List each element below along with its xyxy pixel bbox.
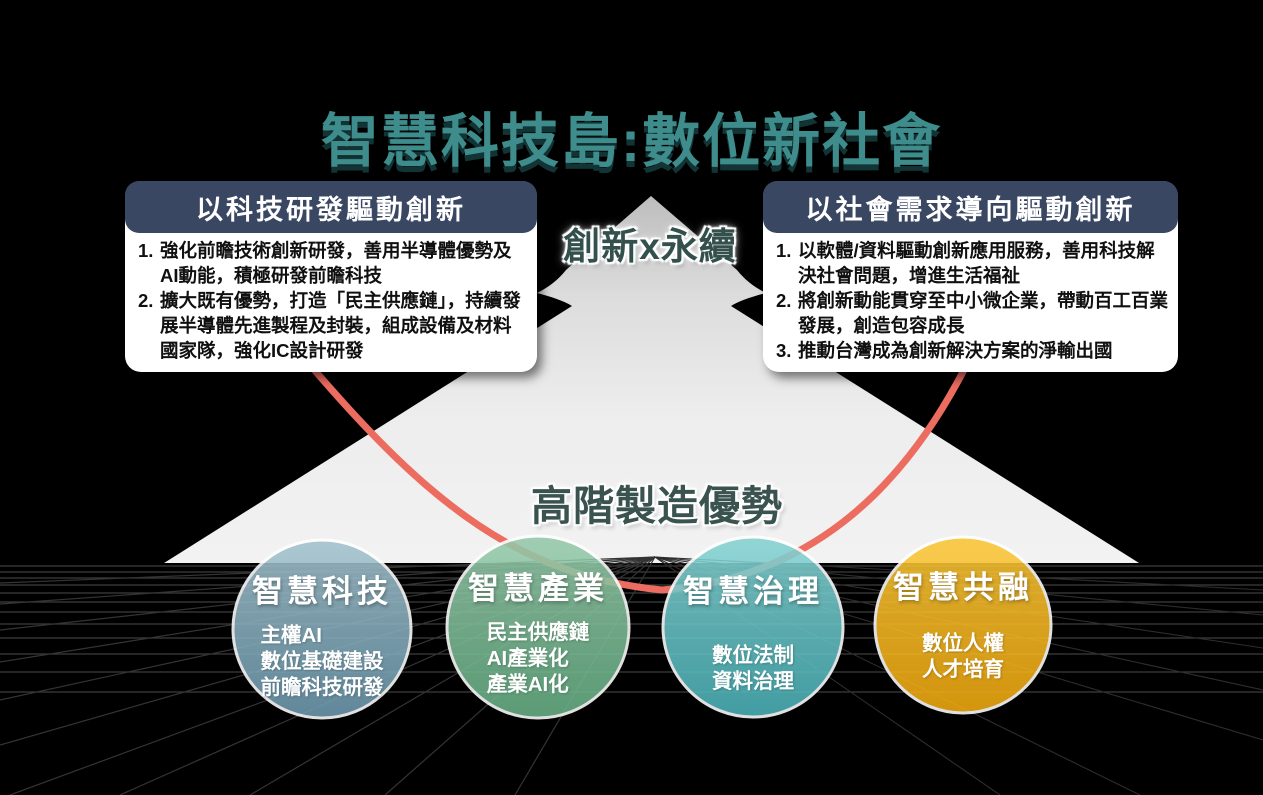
circle-items: 主權AI 數位基礎建設 前瞻科技研發: [261, 623, 384, 701]
item-number: 1.: [776, 240, 792, 261]
item-number: 3.: [776, 340, 792, 361]
item-text: 擴大既有優勢，打造「民主供應鏈」，持續發展半導體先進製程及封裝，組成設備及材料國…: [160, 290, 521, 361]
circle-smart-governance-shape: [661, 535, 845, 719]
item-number: 2.: [138, 290, 154, 311]
circle-item: 數位法制: [712, 644, 794, 667]
item-text: 以軟體/資料驅動創新應用服務，善用科技解決社會問題，增進生活福祉: [798, 240, 1155, 286]
circle-title: 智慧共融: [893, 570, 1033, 605]
social-needs-innovation-header: 以社會需求導向驅動創新: [763, 181, 1178, 233]
circle-item: 資料治理: [712, 670, 794, 693]
list-item: 2. 將創新動能貫穿至中小微企業，帶動百工百業發展，創造包容成長: [776, 288, 1169, 338]
circle-smart-technology-shape: [231, 538, 413, 720]
list-item: 3. 推動台灣成為創新解決方案的淨輸出國: [776, 338, 1169, 363]
item-text: 將創新動能貫穿至中小微企業，帶動百工百業發展，創造包容成長: [798, 290, 1169, 336]
circle-items: 數位人權 人才培育: [922, 631, 1004, 683]
circle-title: 智慧治理: [683, 574, 823, 609]
red-curve: [307, 362, 970, 594]
circle-item: 產業AI化: [486, 673, 569, 696]
advanced-manufacturing-label: 高階製造優勢: [531, 483, 783, 529]
circle-title: 智慧產業: [468, 571, 608, 606]
list-item: 1. 強化前瞻技術創新研發，善用半導體優勢及AI動能，積極研發前瞻科技: [138, 238, 528, 288]
tech-rnd-innovation-header: 以科技研發驅動創新: [125, 181, 537, 233]
circle-smart-governance-label: 智慧治理 數位法制 資料治理: [661, 566, 845, 695]
tech-rnd-innovation-body: 1. 強化前瞻技術創新研發，善用半導體優勢及AI動能，積極研發前瞻科技 2. 擴…: [138, 238, 528, 363]
circle-items: 數位法制 資料治理: [712, 643, 794, 695]
arrow-mountain-shape: [118, 196, 1185, 592]
item-text: 強化前瞻技術創新研發，善用半導體優勢及AI動能，積極研發前瞻科技: [160, 240, 512, 286]
circle-item: 數位基礎建設: [260, 650, 384, 673]
circle-smart-inclusion-shape: [873, 535, 1053, 715]
page-title: 智慧科技島:數位新社會: [320, 109, 943, 174]
circle-item: 主權AI: [260, 624, 323, 647]
social-needs-innovation-box: 以社會需求導向驅動創新 1. 以軟體/資料驅動創新應用服務，善用科技解決社會問題…: [763, 181, 1178, 372]
circle-smart-industry-label: 智慧產業 民主供應鏈 AI產業化 產業AI化: [446, 563, 630, 698]
item-number: 1.: [138, 240, 154, 261]
circle-item: 民主供應鏈: [486, 621, 590, 644]
circle-items: 民主供應鏈 AI產業化 產業AI化: [487, 620, 590, 698]
social-needs-innovation-body: 1. 以軟體/資料驅動創新應用服務，善用科技解決社會問題，增進生活福祉 2. 將…: [776, 238, 1169, 363]
circle-item: 前瞻科技研發: [260, 676, 384, 699]
tech-rnd-innovation-box: 以科技研發驅動創新 1. 強化前瞻技術創新研發，善用半導體優勢及AI動能，積極研…: [125, 181, 537, 372]
item-text: 推動台灣成為創新解決方案的淨輸出國: [798, 340, 1113, 361]
circle-item: 數位人權: [922, 632, 1004, 655]
list-item: 1. 以軟體/資料驅動創新應用服務，善用科技解決社會問題，增進生活福祉: [776, 238, 1169, 288]
item-number: 2.: [776, 290, 792, 311]
circle-title: 智慧科技: [252, 574, 392, 609]
circle-smart-industry-shape: [445, 534, 631, 720]
circle-item: AI產業化: [486, 647, 569, 670]
list-item: 2. 擴大既有優勢，打造「民主供應鏈」，持續發展半導體先進製程及封裝，組成設備及…: [138, 288, 528, 363]
circle-item: 人才培育: [922, 658, 1004, 681]
innovation-sustainability-label: 創新x永續: [563, 226, 737, 267]
circle-smart-technology-label: 智慧科技 主權AI 數位基礎建設 前瞻科技研發: [230, 566, 414, 701]
circle-smart-inclusion-label: 智慧共融 數位人權 人才培育: [871, 562, 1055, 683]
